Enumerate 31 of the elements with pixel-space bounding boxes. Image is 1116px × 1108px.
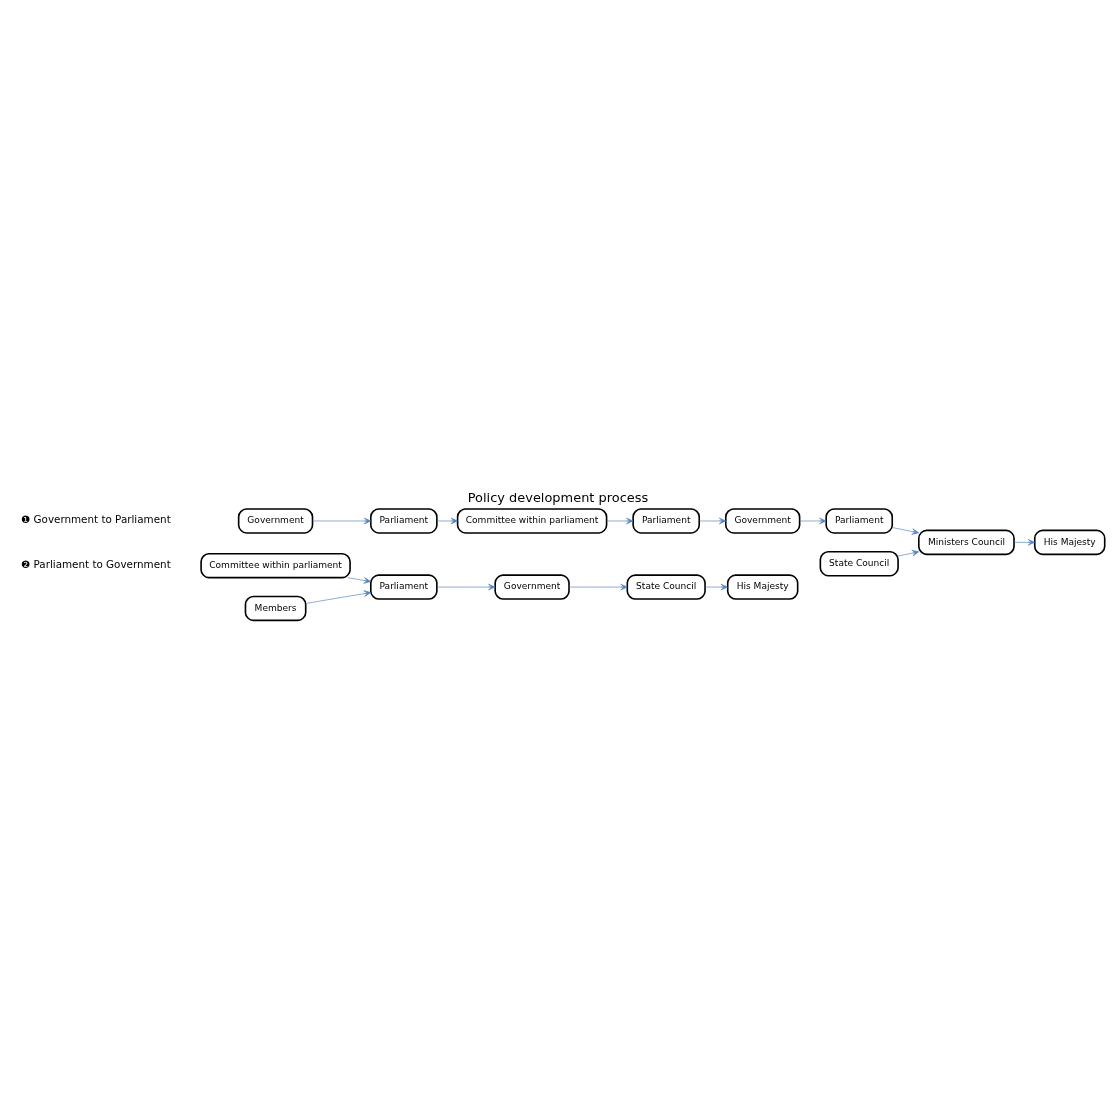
node-box: Parliament (370, 507, 438, 534)
node-box: Parliament (370, 573, 438, 600)
diagram-title: Policy development process (467, 489, 649, 505)
node-box: Ministers Council (918, 529, 1015, 555)
node-box: State Council (626, 573, 706, 600)
node-box: His Majesty (726, 573, 799, 600)
node-box: Members (244, 595, 307, 621)
arrow (305, 589, 372, 604)
node-box: Committee within parliament (200, 552, 351, 578)
arrow (799, 517, 827, 524)
node-box: State Council (819, 550, 899, 576)
node-box: Parliament (632, 507, 700, 534)
arrow (312, 517, 372, 524)
label: ❷ Parliament to Government (20, 557, 171, 570)
node-box: Government (237, 507, 314, 534)
arrow (699, 517, 727, 524)
node-box: Committee within parliament (456, 507, 608, 534)
arrow (347, 576, 371, 584)
node-box: Parliament (825, 507, 894, 534)
arrow (1013, 538, 1035, 546)
arrow (436, 517, 458, 524)
label: ❶ Government to Parliament (20, 512, 171, 525)
arrow (892, 526, 919, 535)
arrow (606, 517, 634, 524)
arrow (436, 583, 496, 590)
arrow (568, 583, 628, 590)
node-box: Government (724, 507, 801, 534)
arrow (897, 549, 920, 556)
node-box: His Majesty (1033, 529, 1106, 555)
arrow (704, 583, 728, 590)
node-box: Government (494, 573, 570, 600)
